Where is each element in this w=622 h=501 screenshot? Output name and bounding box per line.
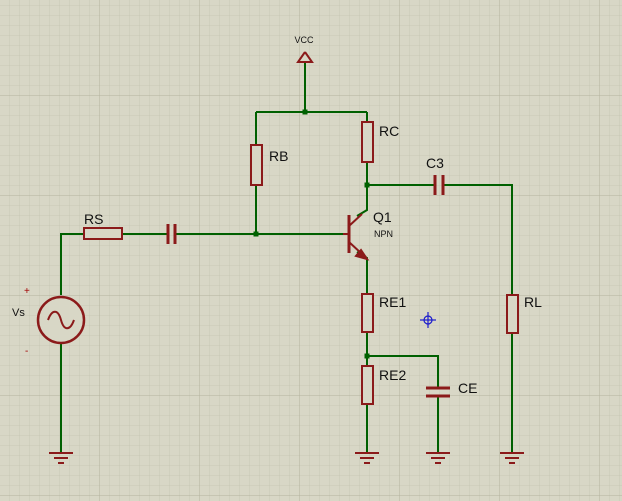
capacitor-input[interactable] [166,224,177,244]
ground-icon[interactable] [500,452,524,464]
junction-dot [364,182,370,188]
label-c3: C3 [426,155,444,171]
wire-collector[interactable] [356,185,368,217]
wire-c3-right[interactable] [444,184,513,295]
resistor-rc[interactable] [361,121,374,163]
capacitor-ce[interactable] [426,386,450,398]
resistor-re2[interactable] [361,365,374,405]
label-ce: CE [458,380,477,396]
resistor-rb[interactable] [250,144,263,186]
capacitor-c3[interactable] [433,175,445,195]
label-re1: RE1 [379,294,406,310]
ac-source-icon[interactable] [36,295,86,345]
label-q1-type: NPN [374,229,393,239]
wire-ce-top[interactable] [367,355,439,387]
wire-vs-top[interactable] [60,233,84,295]
ground-icon[interactable] [426,452,450,464]
resistor-rs[interactable] [83,227,123,240]
junctions [253,109,370,359]
ground-icon[interactable] [49,452,73,464]
junction-dot [364,353,370,359]
label-rs: RS [84,211,103,227]
power-arrow-icon[interactable] [296,51,314,63]
components [36,51,524,464]
label-rb: RB [269,148,288,164]
ground-icon[interactable] [355,452,379,464]
resistor-re1[interactable] [361,293,374,333]
label-vcc: VCC [294,35,314,45]
npn-transistor-icon[interactable] [343,213,370,261]
label-vs: Vs [12,307,25,319]
label-vs-plus: + [24,286,30,297]
label-q1: Q1 [373,209,392,225]
label-vs-minus: - [25,346,28,357]
junction-dot [302,109,308,115]
junction-dot [253,231,259,237]
crosshair-cursor-icon [420,312,436,328]
wires [60,62,513,453]
resistor-rl[interactable] [506,294,519,334]
label-rc: RC [379,123,399,139]
label-rl: RL [524,294,542,310]
label-re2: RE2 [379,367,406,383]
